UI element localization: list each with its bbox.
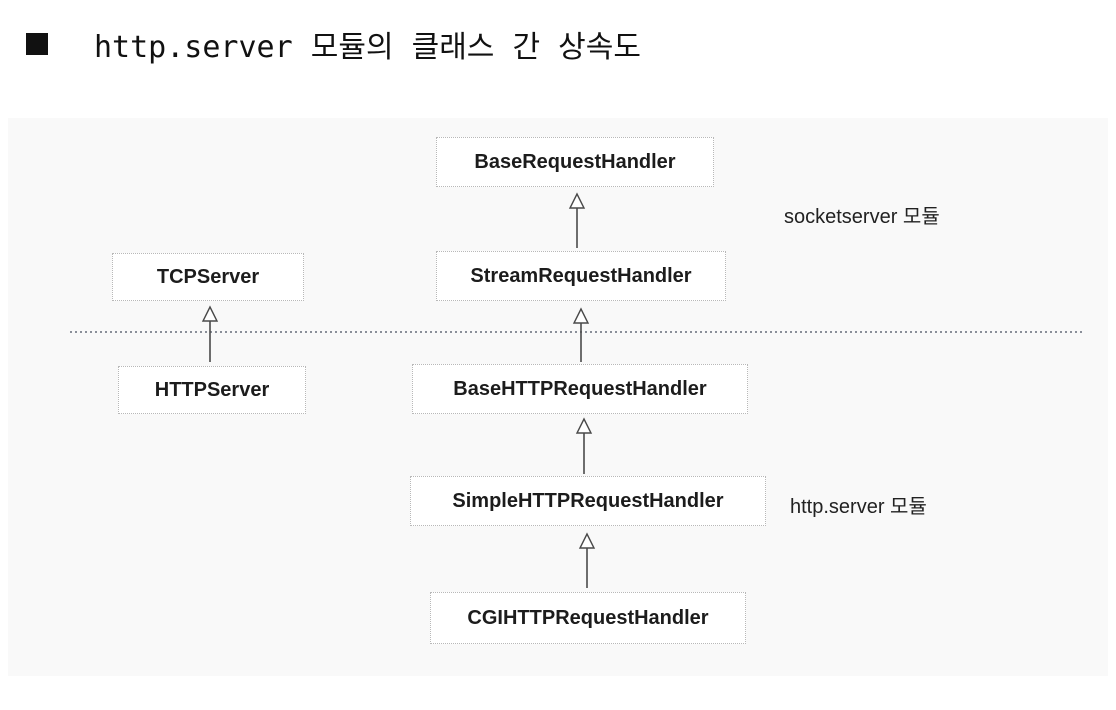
class-tcp-server: TCPServer — [112, 253, 304, 301]
arrow-stream-to-base — [568, 192, 586, 248]
class-cgi-http-request-handler: CGIHTTPRequestHandler — [430, 592, 746, 644]
class-name: StreamRequestHandler — [470, 264, 692, 287]
arrow-httpserver-to-tcpserver — [201, 305, 219, 362]
class-name: HTTPServer — [154, 378, 270, 401]
class-http-server: HTTPServer — [118, 366, 306, 414]
class-simple-http-request-handler: SimpleHTTPRequestHandler — [410, 476, 766, 526]
class-base-http-request-handler: BaseHTTPRequestHandler — [412, 364, 748, 414]
arrow-basehttp-to-stream — [572, 307, 590, 362]
class-stream-request-handler: StreamRequestHandler — [436, 251, 726, 301]
square-bullet-icon — [26, 33, 48, 55]
class-name: TCPServer — [156, 265, 260, 288]
page-title-text: http.server 모듈의 클래스 간 상속도 — [94, 30, 641, 65]
class-name: BaseRequestHandler — [474, 150, 676, 173]
arrow-cgi-to-simple — [578, 532, 596, 588]
socketserver-module-label: socketserver 모듈 — [784, 206, 940, 228]
arrow-simple-to-basehttp — [575, 417, 593, 474]
class-name: SimpleHTTPRequestHandler — [452, 489, 724, 512]
page-title: http.server 모듈의 클래스 간 상속도 — [22, 18, 641, 70]
http-server-module-label: http.server 모듈 — [790, 496, 927, 518]
class-base-request-handler: BaseRequestHandler — [436, 137, 714, 187]
inheritance-lines — [70, 192, 1084, 588]
inheritance-diagram: BaseRequestHandler StreamRequestHandler … — [8, 118, 1108, 676]
class-name: BaseHTTPRequestHandler — [453, 377, 707, 400]
class-name: CGIHTTPRequestHandler — [467, 606, 709, 629]
